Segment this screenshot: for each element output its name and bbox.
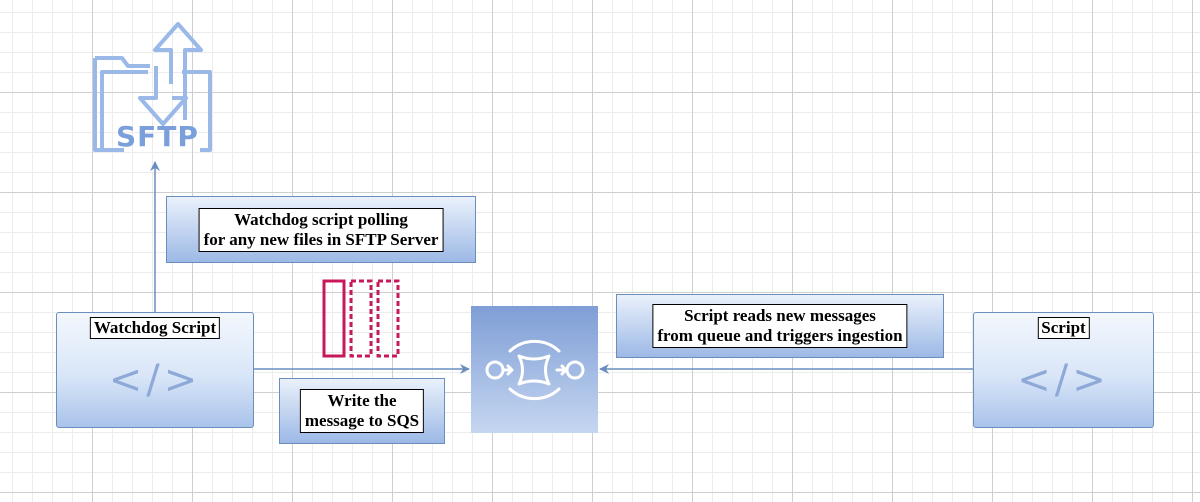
label-polling-line-2: for any new files in SFTP Server — [203, 229, 439, 249]
sqs-message-icon — [322, 279, 400, 358]
label-polling-line-1: Watchdog script polling — [234, 209, 408, 229]
label-write-line-1: Write the — [327, 391, 397, 410]
label-reads: Script reads new messages from queue and… — [616, 294, 944, 358]
label-reads-line-1: Script reads new messages — [684, 306, 876, 325]
sftp-folder-transfer-icon — [93, 22, 212, 152]
sftp-server[interactable]: SFTP — [88, 20, 218, 160]
label-write-line-2: message to SQS — [304, 411, 420, 430]
code-icon: </> — [1017, 357, 1110, 403]
sqs-queue[interactable] — [471, 306, 598, 433]
watchdog-script-title: Watchdog Script — [89, 317, 221, 339]
label-reads-text: Script reads new messages from queue and… — [652, 304, 908, 348]
label-polling-text: Watchdog script polling for any new file… — [198, 207, 444, 252]
script-node[interactable]: Script </> — [973, 312, 1154, 428]
watchdog-script-node[interactable]: Watchdog Script </> — [56, 312, 254, 428]
label-reads-line-2: from queue and triggers ingestion — [657, 326, 903, 345]
label-write-text: Write the message to SQS — [299, 389, 425, 433]
sqs-queue-icon — [485, 339, 585, 401]
label-polling: Watchdog script polling for any new file… — [166, 196, 476, 263]
label-write: Write the message to SQS — [279, 378, 445, 444]
sftp-label: SFTP — [116, 120, 199, 153]
code-icon: </> — [108, 357, 202, 403]
script-title: Script — [1037, 317, 1090, 339]
